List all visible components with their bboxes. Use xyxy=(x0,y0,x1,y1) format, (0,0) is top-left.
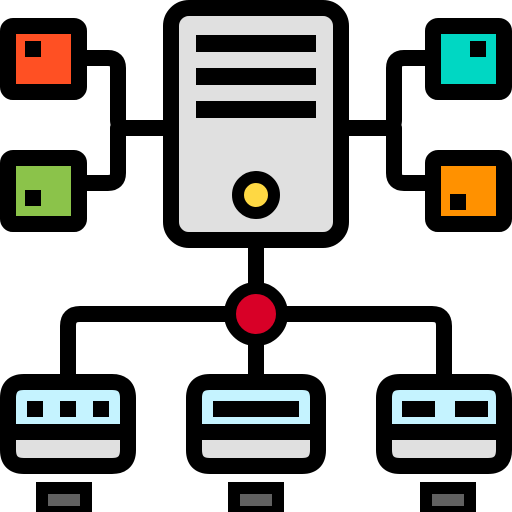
server-led-icon xyxy=(232,171,280,219)
network-hub-icon xyxy=(224,282,288,346)
server-tower xyxy=(163,0,349,248)
module-top-left xyxy=(0,18,87,100)
module-top-right xyxy=(425,18,512,100)
link-bottom-right xyxy=(386,120,437,191)
link-top-right xyxy=(338,50,437,136)
server-slot-3 xyxy=(196,101,316,118)
link-hub-left xyxy=(60,306,238,386)
connector-lines xyxy=(60,50,452,386)
link-top-left xyxy=(75,50,176,136)
link-bottom-left xyxy=(75,120,126,191)
link-hub-right xyxy=(274,306,452,386)
server-slot-2 xyxy=(196,68,316,85)
module-bottom-right xyxy=(425,150,512,232)
terminal-left xyxy=(0,374,136,512)
terminal-center xyxy=(186,374,326,512)
terminal-right xyxy=(376,374,512,512)
module-bottom-left xyxy=(0,150,87,232)
server-slot-1 xyxy=(196,35,316,52)
